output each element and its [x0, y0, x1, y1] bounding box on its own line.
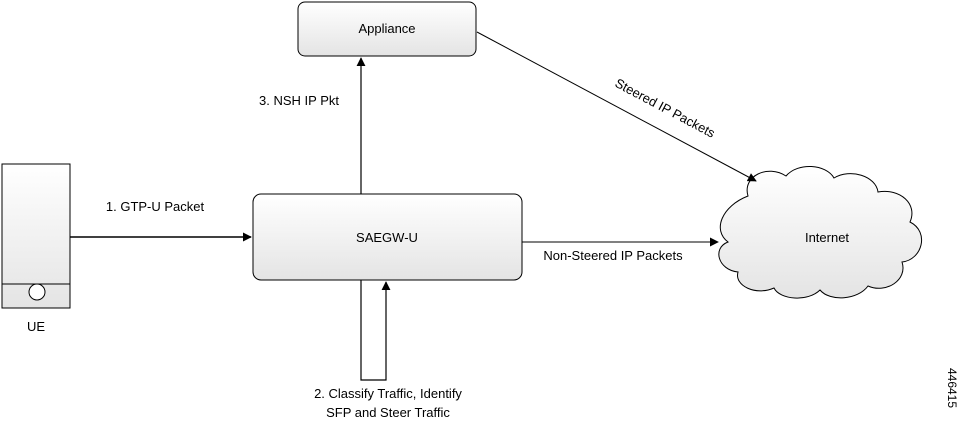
- saegw-node: [252, 193, 523, 281]
- classify-loop-arrow: [360, 280, 391, 381]
- ue-device: [1, 163, 71, 309]
- gtp-label: 1. GTP-U Packet: [106, 199, 205, 214]
- saegw-label: SAEGW-U: [356, 230, 418, 245]
- steered-label: Steered IP Packets: [613, 75, 719, 141]
- nsh-label: 3. NSH IP Pkt: [259, 93, 339, 108]
- non-steered-label: Non-Steered IP Packets: [543, 248, 683, 263]
- internet-label: Internet: [805, 230, 849, 245]
- classify-label-line2: SFP and Steer Traffic: [326, 405, 450, 420]
- ue-label: UE: [27, 319, 45, 334]
- steered-arrow: [476, 31, 757, 182]
- classify-label-line1: 2. Classify Traffic, Identify: [314, 386, 462, 401]
- appliance-node: [297, 1, 477, 57]
- ue-home-button-icon: [28, 283, 46, 301]
- appliance-label: Appliance: [358, 21, 415, 36]
- figure-id: 446415: [945, 368, 959, 408]
- internet-cloud: [718, 166, 922, 299]
